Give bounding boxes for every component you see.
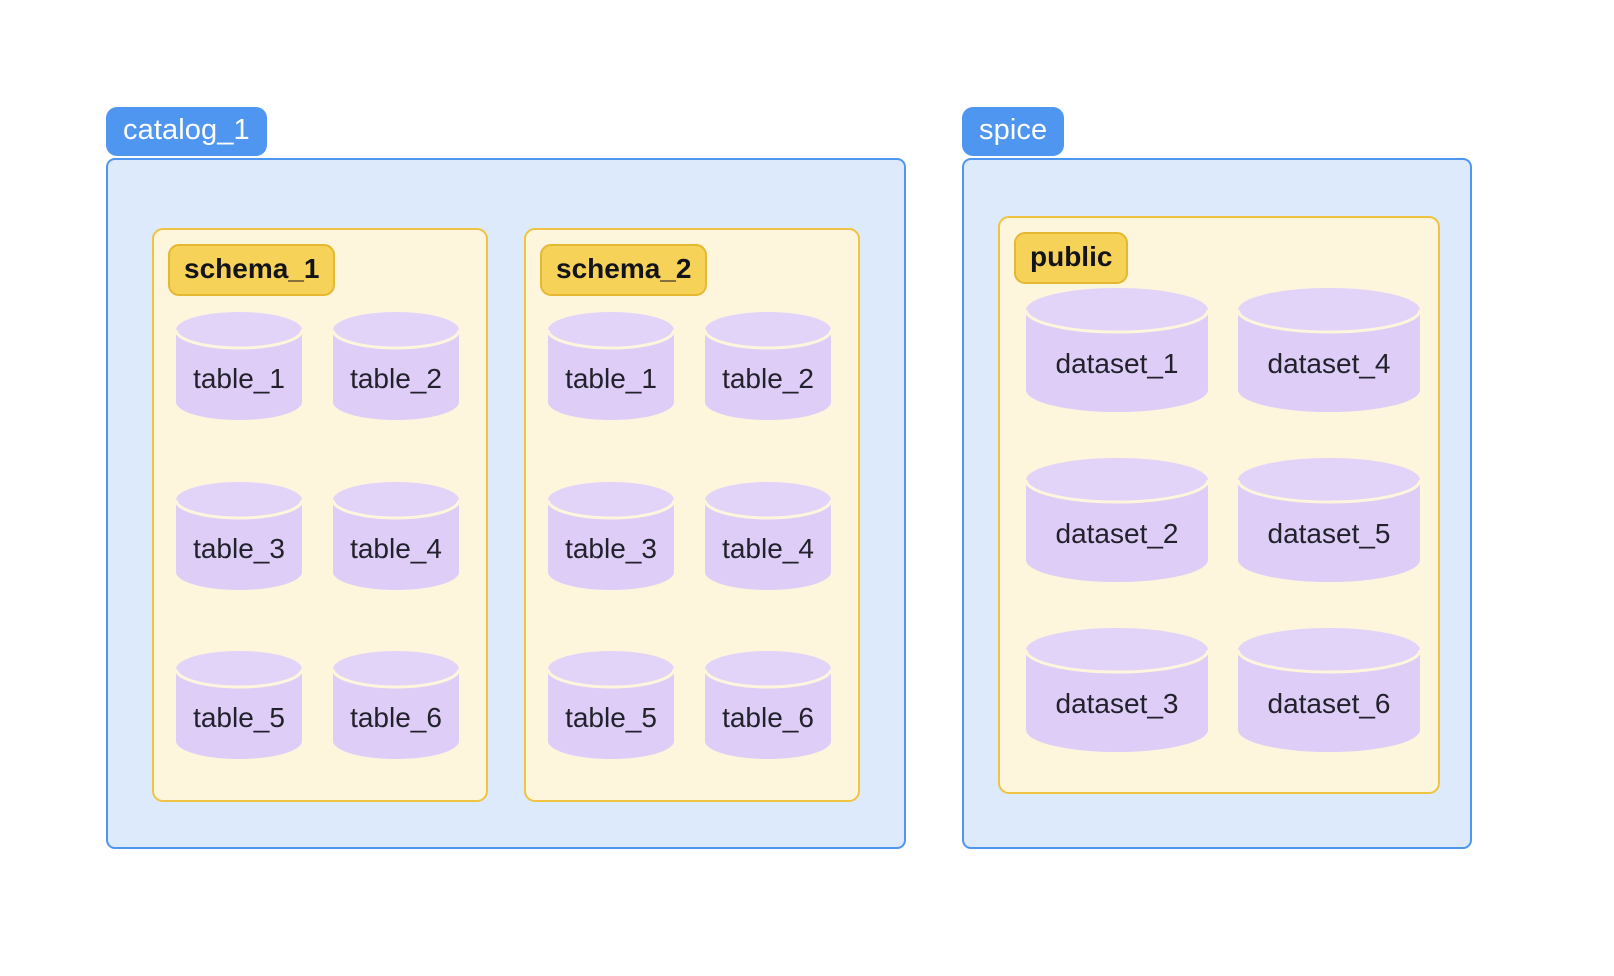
schema-box-public: public dataset_1 dat	[998, 216, 1440, 794]
cylinder-shape-icon	[1024, 458, 1210, 582]
cylinder-table-3[interactable]: table_3	[174, 482, 304, 590]
cylinder-shape-icon	[331, 651, 461, 759]
schema-label-public[interactable]: public	[1014, 232, 1129, 284]
cylinder-dataset-3[interactable]: dataset_3	[1024, 628, 1210, 752]
cylinder-dataset-5[interactable]: dataset_5	[1236, 458, 1422, 582]
cylinder-shape-icon	[331, 312, 461, 420]
cylinder-table-6[interactable]: table_6	[703, 651, 833, 759]
cylinder-table-2[interactable]: table_2	[331, 312, 461, 420]
cylinder-shape-icon	[331, 482, 461, 590]
cylinder-dataset-4[interactable]: dataset_4	[1236, 288, 1422, 412]
cylinder-table-5[interactable]: table_5	[174, 651, 304, 759]
cylinder-shape-icon	[1024, 288, 1210, 412]
cylinder-shape-icon	[703, 482, 833, 590]
schema-label-schema-2[interactable]: schema_2	[540, 244, 708, 296]
group-box-catalog-1: schema_1 table_1 tab	[106, 158, 906, 849]
cylinder-shape-icon	[1236, 628, 1422, 752]
cylinder-table-1[interactable]: table_1	[174, 312, 304, 420]
cylinder-table-1[interactable]: table_1	[546, 312, 676, 420]
group-catalog-1: catalog_1 schema_1 table_1	[106, 107, 906, 849]
cylinder-shape-icon	[174, 482, 304, 590]
group-label-catalog-1[interactable]: catalog_1	[106, 107, 267, 156]
group-spice: spice public dataset_1	[962, 107, 1472, 849]
cylinder-dataset-1[interactable]: dataset_1	[1024, 288, 1210, 412]
cylinder-table-6[interactable]: table_6	[331, 651, 461, 759]
cylinder-shape-icon	[546, 651, 676, 759]
cylinder-shape-icon	[546, 312, 676, 420]
cylinder-dataset-6[interactable]: dataset_6	[1236, 628, 1422, 752]
cylinder-shape-icon	[174, 651, 304, 759]
cylinder-table-2[interactable]: table_2	[703, 312, 833, 420]
cylinder-table-4[interactable]: table_4	[331, 482, 461, 590]
cylinder-table-5[interactable]: table_5	[546, 651, 676, 759]
cylinder-dataset-2[interactable]: dataset_2	[1024, 458, 1210, 582]
group-box-spice: public dataset_1 dat	[962, 158, 1472, 849]
schema-box-schema-1: schema_1 table_1 tab	[152, 228, 488, 802]
cylinder-shape-icon	[174, 312, 304, 420]
cylinder-table-4[interactable]: table_4	[703, 482, 833, 590]
cylinder-shape-icon	[1236, 458, 1422, 582]
cylinder-shape-icon	[546, 482, 676, 590]
schema-box-schema-2: schema_2 table_1 tab	[524, 228, 860, 802]
cylinder-shape-icon	[703, 312, 833, 420]
cylinder-shape-icon	[1236, 288, 1422, 412]
cylinder-shape-icon	[1024, 628, 1210, 752]
cylinder-shape-icon	[703, 651, 833, 759]
group-label-spice[interactable]: spice	[962, 107, 1065, 156]
cylinder-table-3[interactable]: table_3	[546, 482, 676, 590]
schema-label-schema-1[interactable]: schema_1	[168, 244, 336, 296]
